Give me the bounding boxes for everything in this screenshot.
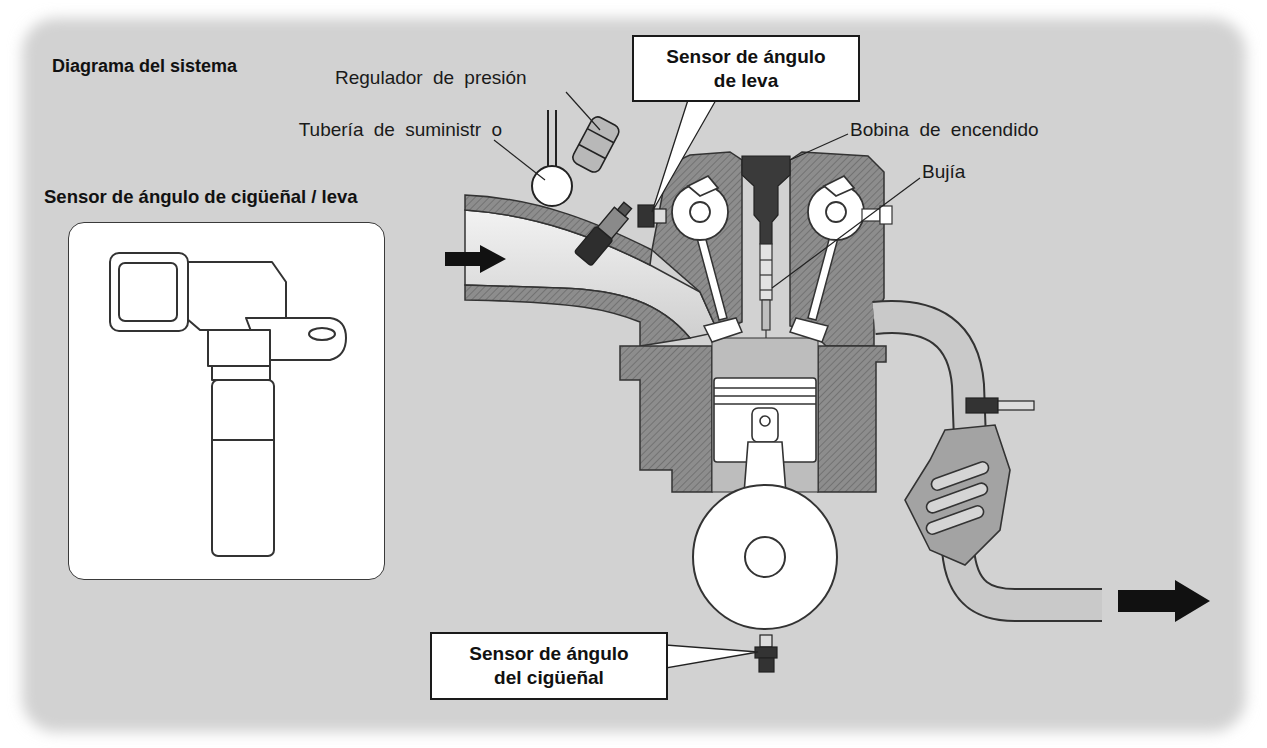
callout-box: Sensor de ángulo del cigüeñal — [430, 632, 668, 700]
fuel-line — [548, 110, 556, 168]
pressure-regulator — [570, 114, 621, 174]
inset-box: Sensor de ángulo de cigüeñal / leva — [68, 222, 385, 580]
callout-pointer — [652, 100, 716, 212]
valves — [697, 236, 838, 342]
cylinder-head — [652, 152, 884, 346]
fuel-injector — [574, 198, 636, 266]
part-label: Tubería de suministr o — [296, 118, 502, 143]
part-label: Bobina de encendido — [850, 118, 1110, 143]
callout-pointer — [666, 645, 758, 668]
ignition-coil — [742, 156, 790, 244]
intake-arrow — [445, 245, 506, 273]
spark-plug — [760, 244, 772, 338]
box-heading: Sensor de ángulo de cigüeñal / leva — [44, 186, 358, 208]
diagram-title: Diagrama del sistema — [52, 56, 237, 77]
callout-box: Sensor de ángulo de leva — [632, 35, 860, 102]
exhaust-arrow — [1118, 580, 1210, 622]
cam-sensor — [638, 205, 666, 227]
box-heading: Sensor de ángulo del cigüeñal — [466, 642, 632, 690]
part-label: Regulador de presión — [335, 66, 595, 91]
exhaust-pipe — [874, 317, 1102, 605]
crank-sensor — [755, 635, 777, 672]
catalytic-converter — [905, 425, 1010, 565]
background-panel — [22, 18, 1246, 732]
part-label: Bujía — [922, 160, 1042, 185]
box-heading: Sensor de ángulo de leva — [663, 45, 829, 93]
fuel-rail — [532, 166, 572, 206]
crank-journal — [745, 537, 785, 577]
cam-bolt — [862, 206, 892, 224]
crankshaft — [693, 485, 837, 629]
oxygen-sensor — [966, 398, 1034, 413]
